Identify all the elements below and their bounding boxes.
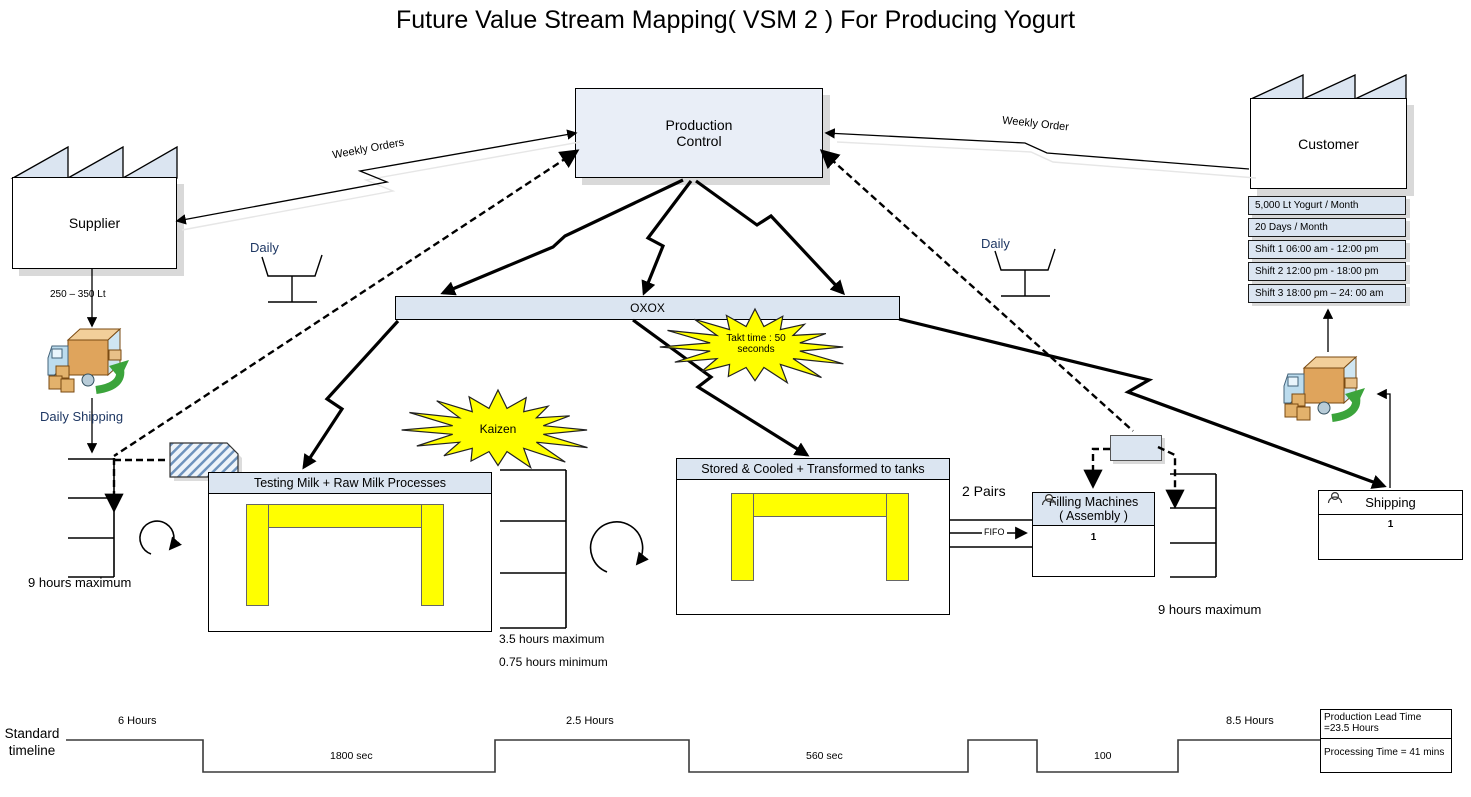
fifo-label: FIFO	[982, 527, 1007, 537]
customer-box: Customer	[1250, 98, 1407, 189]
heijunka-label: OXOX	[630, 301, 665, 315]
supply-quantity-label: 250 – 350 Lt	[50, 289, 106, 300]
machine-leg	[421, 504, 444, 606]
timeline-summary-box: Production Lead Time =23.5 Hours Process…	[1320, 709, 1452, 773]
timeline-seg-label: 100	[1094, 750, 1112, 762]
process-stored-box: Stored & Cooled + Transformed to tanks	[676, 458, 950, 615]
operator-icon	[1327, 491, 1343, 504]
lead-time-value: Production Lead Time =23.5 Hours	[1321, 710, 1451, 739]
timeline-seg-label: 8.5 Hours	[1226, 715, 1274, 727]
production-control-label-1: Production	[665, 117, 733, 133]
customer-data-table: 5,000 Lt Yogurt / Month 20 Days / Month …	[1248, 196, 1406, 303]
machine-leg	[246, 504, 269, 606]
machine-icon	[246, 504, 444, 528]
customer-data-row: Shift 3 18:00 pm – 24: 00 am	[1248, 284, 1406, 303]
kaizen-burst-label: Kaizen	[479, 422, 517, 436]
timeline-seg-label: 6 Hours	[118, 715, 157, 727]
timeline-seg-label: 1800 sec	[330, 750, 373, 762]
process-testing-box: Testing Milk + Raw Milk Processes	[208, 472, 492, 632]
shipping-operator-count: 1	[1387, 519, 1394, 530]
timeline-name: Standard timeline	[4, 726, 60, 758]
process-testing-title: Testing Milk + Raw Milk Processes	[209, 473, 491, 494]
customer-data-row: 20 Days / Month	[1248, 218, 1406, 237]
production-control-label-2: Control	[676, 133, 722, 149]
takt-burst-label: Takt time : 50 seconds	[726, 333, 786, 355]
supplier-box: Supplier	[12, 177, 177, 269]
operator-icon	[1041, 493, 1057, 506]
machine-leg	[886, 493, 909, 581]
production-control-box: Production Control	[575, 88, 823, 178]
customer-label: Customer	[1298, 135, 1359, 152]
inventory-mid-max-label: 3.5 hours maximum	[499, 632, 605, 646]
truck-shipment-right-icon	[1284, 357, 1365, 420]
machine-leg	[731, 493, 754, 581]
processing-time-value: Processing Time = 41 mins	[1324, 747, 1445, 758]
supplier-factory-roof-icon	[10, 145, 178, 179]
supplier-label: Supplier	[68, 215, 121, 231]
process-filling-title: Filling Machines	[1048, 495, 1139, 509]
process-shipping-title: Shipping	[1365, 495, 1416, 510]
timeline-seg-label: 2.5 Hours	[566, 715, 614, 727]
process-filling-subtitle: ( Assembly )	[1059, 509, 1128, 523]
inventory-right-max-label: 9 hours maximum	[1158, 602, 1262, 617]
process-filling-box: Filling Machines ( Assembly ) 1	[1032, 492, 1155, 577]
page-title: Future Value Stream Mapping( VSM 2 ) For…	[395, 6, 1076, 34]
process-stored-title: Stored & Cooled + Transformed to tanks	[677, 459, 949, 480]
customer-factory-roof-icon	[1250, 73, 1407, 100]
inventory-mid-min-label: 0.75 hours minimum	[499, 655, 608, 669]
machine-icon	[731, 493, 909, 517]
truck-shipment-left-icon	[48, 329, 129, 392]
process-shipping-box: Shipping 1	[1318, 490, 1463, 560]
pairs-label: 2 Pairs	[962, 483, 1006, 499]
daily-label-left: Daily	[250, 240, 279, 255]
customer-data-row: 5,000 Lt Yogurt / Month	[1248, 196, 1406, 215]
daily-shipping-label: Daily Shipping	[40, 409, 124, 424]
daily-label-right: Daily	[981, 236, 1010, 251]
heijunka-oxox-bar: OXOX	[395, 296, 900, 320]
go-see-icon-left	[261, 254, 323, 303]
kanban-card	[1110, 435, 1162, 461]
filling-operator-count: 1	[1090, 532, 1097, 543]
go-see-icon-right	[994, 248, 1056, 297]
customer-data-row: Shift 2 12:00 pm - 18:00 pm	[1248, 262, 1406, 281]
inventory-left-max-label: 9 hours maximum	[28, 575, 132, 590]
timeline-seg-label: 560 sec	[806, 750, 843, 762]
customer-data-row: Shift 1 06:00 am - 12:00 pm	[1248, 240, 1406, 259]
